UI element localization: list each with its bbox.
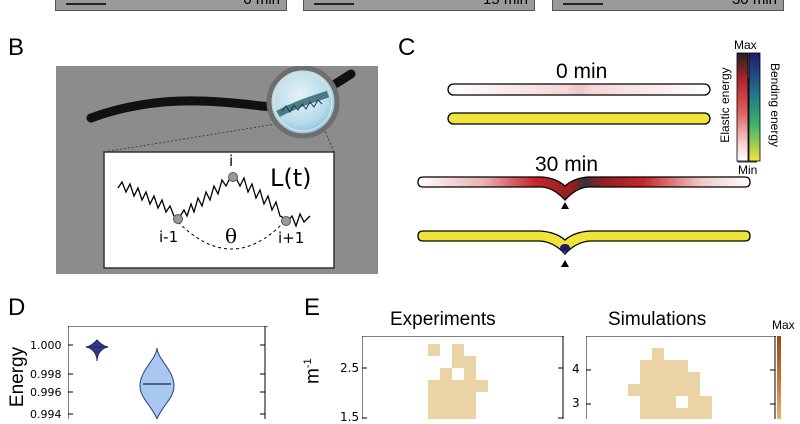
length-label: L(t) <box>270 164 312 192</box>
node-label-center: i <box>229 152 234 170</box>
rod-elastic-30min <box>417 176 751 201</box>
plot-title-experiments: Experiments <box>390 309 496 330</box>
spring-left-out <box>117 180 178 220</box>
plot-title-simulations: Simulations <box>608 309 707 330</box>
top-image-strip-3: 30 min <box>552 0 784 11</box>
rod-elastic-0min <box>447 83 711 96</box>
heatmap-simulations-cells <box>628 348 712 419</box>
node-label-right: i+1 <box>278 229 305 247</box>
strip-time-label: 0 min <box>243 0 280 8</box>
panel-letter-d: D <box>8 294 26 321</box>
scale-bar <box>314 3 354 5</box>
spring-right-out <box>286 212 311 228</box>
heatmap-experiments <box>362 336 564 419</box>
bend-marker-bending <box>561 260 569 267</box>
panel-c-filaments <box>417 78 757 267</box>
ytick-0996: 0.996 <box>30 386 62 399</box>
colorbar-min-label: Min <box>738 163 758 177</box>
rod-bending-0min <box>447 112 711 125</box>
bending-energy-label: Bending energy <box>768 62 782 148</box>
panel-letter-c: C <box>398 34 416 61</box>
angle-label: θ <box>225 224 238 248</box>
panel-letter-e: E <box>304 294 321 321</box>
e-ylabel-unit: m <box>302 368 324 384</box>
e-colorbar <box>777 336 781 419</box>
node-label-left: i-1 <box>159 228 179 246</box>
panel-d-violin-plot <box>68 326 268 419</box>
time-label-0min: 0 min <box>556 60 608 83</box>
bend-marker-elastic <box>561 202 569 209</box>
colorbar-c <box>736 52 761 162</box>
sim-ytick-3: 3 <box>572 396 580 410</box>
sim-ytick-4: 4 <box>572 362 580 376</box>
node-center <box>228 172 238 182</box>
e-ylabel: m-1 <box>302 358 324 384</box>
strip-time-label: 30 min <box>732 0 777 8</box>
heatmap-simulations <box>586 336 776 419</box>
e-ylabel-exp: -1 <box>302 358 314 369</box>
node-right <box>281 216 291 226</box>
violin-dark <box>85 339 109 362</box>
angle-arc <box>177 221 285 250</box>
rod-bending-30min <box>417 230 751 255</box>
exp-ytick-25: 2.5 <box>340 361 360 375</box>
panel-letter-b: B <box>8 34 25 61</box>
scale-bar <box>66 3 106 5</box>
top-image-strip-1: 0 min <box>55 0 287 11</box>
top-image-strip-2: 15 min <box>303 0 535 11</box>
colorbar-bending-bar <box>748 52 761 162</box>
heatmap-experiments-cells <box>428 344 488 419</box>
colorbar-max-label: Max <box>734 38 757 52</box>
energy-axis-label: Energy <box>7 346 28 408</box>
elastic-energy-label: Elastic energy <box>718 67 732 143</box>
ytick-0998: 0.998 <box>30 368 62 381</box>
inset-box <box>103 151 335 269</box>
e-colorbar-max-label: Max <box>772 318 795 332</box>
ytick-0994: 0.994 <box>30 408 62 421</box>
exp-ytick-15: 1.5 <box>340 410 360 424</box>
spring-right-in <box>235 176 285 219</box>
bend-spot-bending <box>560 244 570 252</box>
time-label-30min: 30 min <box>535 153 599 176</box>
colorbar-elastic-bar <box>736 52 749 162</box>
scale-bar <box>563 3 603 5</box>
spring-left-in <box>178 177 231 219</box>
node-left <box>173 214 183 224</box>
strip-time-label: 15 min <box>483 0 528 8</box>
panel-b-illustration <box>56 66 378 274</box>
ytick-1000: 1.000 <box>30 339 62 352</box>
